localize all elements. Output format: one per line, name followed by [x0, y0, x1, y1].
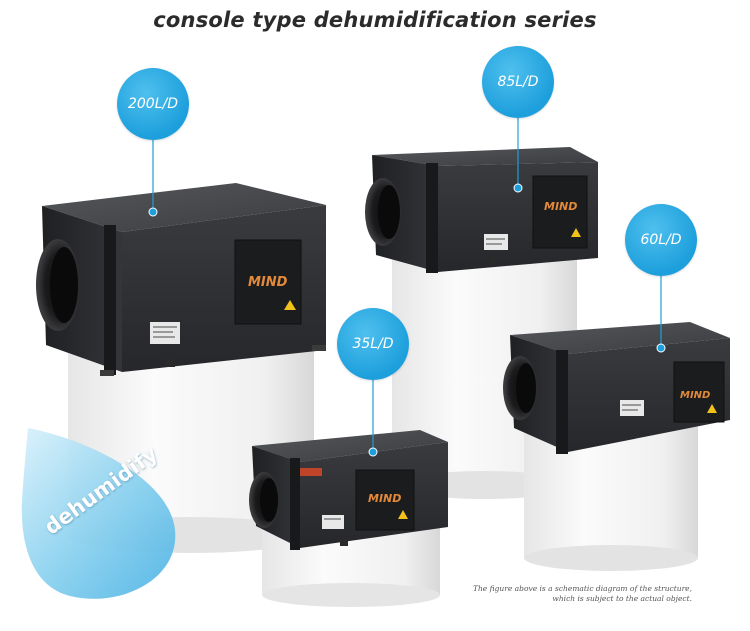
- brand-logo-200: MIND: [248, 275, 288, 290]
- brand-logo-60: MIND: [680, 390, 710, 401]
- capacity-bubble-60: 60L/D: [625, 204, 697, 276]
- page-title: console type dehumidification series: [153, 8, 597, 32]
- callout-dots: [148, 183, 666, 457]
- caption-line-2: which is subject to the actual object.: [552, 594, 692, 603]
- caption-line-1: The figure above is a schematic diagram …: [472, 584, 692, 593]
- capacity-bubble-85: 85L/D: [482, 46, 554, 118]
- unit-85: [365, 147, 598, 273]
- unit-200: [36, 183, 326, 376]
- capacity-bubble-35: 35L/D: [337, 308, 409, 380]
- capacity-bubble-200: 200L/D: [117, 68, 189, 140]
- brand-logo-85: MIND: [544, 200, 577, 213]
- unit-35: [249, 430, 448, 550]
- disclaimer-caption: The figure above is a schematic diagram …: [473, 584, 692, 604]
- callout-lines: [152, 118, 662, 450]
- unit-60: [503, 322, 730, 454]
- water-drop-icon: [21, 428, 176, 599]
- brand-logo-35: MIND: [368, 492, 401, 505]
- brand-logos: MIND MIND MIND MIND: [248, 200, 710, 505]
- pedestal-60: [524, 410, 698, 571]
